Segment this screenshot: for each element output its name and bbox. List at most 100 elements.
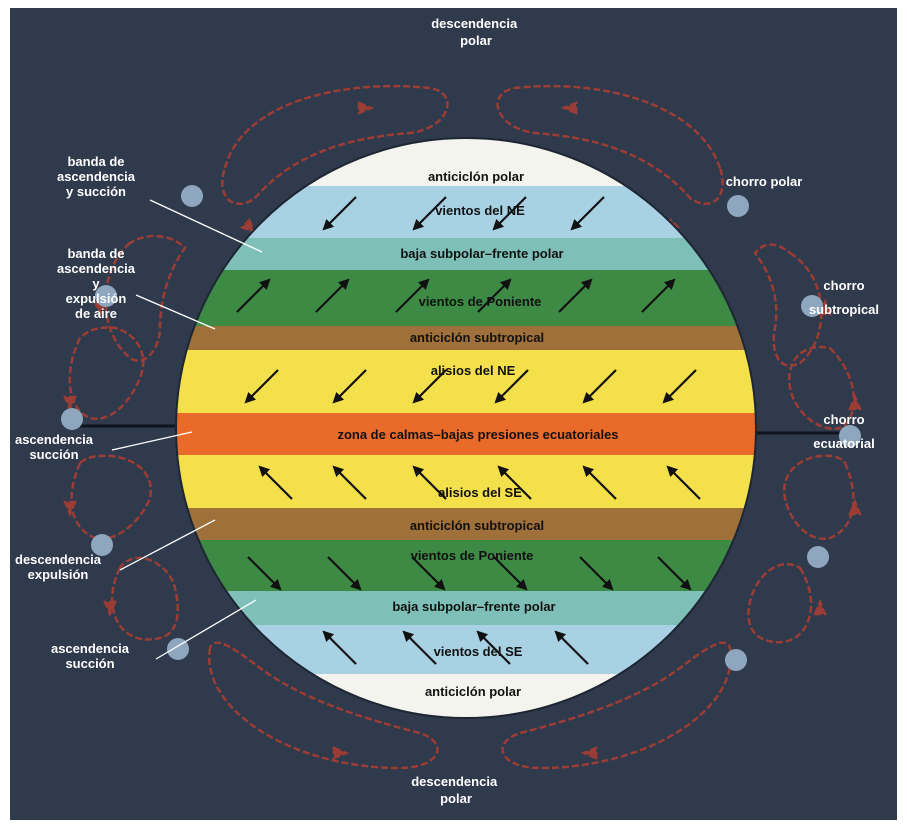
wind-arrow (244, 369, 279, 404)
jet-stream-dot (801, 295, 823, 317)
wind-arrow (327, 556, 362, 591)
band-label-8: anticiclón subtropical (410, 518, 544, 533)
wind-arrow (554, 630, 589, 665)
jet-dots (61, 185, 861, 671)
circulation-cells (63, 84, 862, 770)
band-label-4: anticiclón subtropical (410, 330, 544, 345)
flow-arrowhead (63, 395, 77, 413)
band-label-3: vientos de Poniente (419, 294, 542, 309)
band-4 (176, 326, 756, 350)
circulation-cell-0 (221, 84, 449, 206)
globe-outline (175, 137, 757, 719)
band-label-0: anticiclón polar (428, 169, 524, 184)
wind-arrow (402, 630, 437, 665)
band-label-5: alisios del NE (431, 363, 516, 378)
jet-stream-dot (91, 534, 113, 556)
jet-stream-dot (839, 425, 861, 447)
wind-arrow (412, 369, 447, 404)
jet-stream-dot (181, 185, 203, 207)
wind-arrow (236, 278, 271, 313)
top-label: descendencia polar (431, 16, 521, 48)
band-label-6: zona de calmas–bajas presiones ecuatoria… (337, 427, 618, 442)
circulation-cell-11 (501, 641, 732, 770)
flow-arrowhead (63, 500, 77, 518)
wind-arrow (662, 369, 697, 404)
wind-arrow (332, 369, 367, 404)
flow-arrowhead (357, 101, 375, 115)
wind-arrows (236, 196, 701, 665)
wind-arrow (332, 465, 367, 500)
wind-arrow (412, 465, 447, 500)
band-2 (176, 238, 756, 270)
wind-arrow (493, 556, 528, 591)
wind-arrow (579, 556, 614, 591)
wind-arrow (641, 278, 676, 313)
wind-arrow (412, 196, 447, 231)
circulation-cell-6 (70, 454, 153, 541)
leader-lines (111, 199, 263, 660)
wind-arrow (395, 278, 430, 313)
wind-arrow (315, 278, 350, 313)
flow-arrowhead (332, 746, 350, 760)
flow-arrowhead (580, 746, 598, 760)
wind-arrow (666, 465, 701, 500)
circulation-cell-1 (496, 84, 724, 206)
wind-arrow (582, 465, 617, 500)
band-8 (176, 508, 756, 540)
wind-arrow (258, 465, 293, 500)
globe-bands (176, 138, 756, 718)
band-7 (176, 455, 756, 508)
band-label-7: alisios del SE (438, 485, 522, 500)
wind-arrow (582, 369, 617, 404)
wind-arrow (494, 369, 529, 404)
band-label-10: baja subpolar–frente polar (392, 599, 555, 614)
band-label-9: vientos de Poniente (411, 548, 534, 563)
jet-stream-dot (725, 649, 747, 671)
flow-arrowhead (848, 393, 862, 411)
band-10 (176, 591, 756, 625)
circulation-cell-7 (782, 454, 855, 541)
circulation-cell-9 (747, 562, 813, 644)
wind-arrow (476, 630, 511, 665)
circulation-cell-8 (110, 556, 180, 641)
bottom-label: descendencia polar (411, 774, 501, 806)
band-5 (176, 350, 756, 413)
band-label-2: baja subpolar–frente polar (400, 246, 563, 261)
wind-arrow (477, 278, 512, 313)
flow-arrowhead (560, 101, 578, 115)
wind-arrow (322, 630, 357, 665)
wind-arrow (411, 556, 446, 591)
jet-stream-dot (807, 546, 829, 568)
wind-arrow (247, 556, 282, 591)
jet-stream-dot (61, 408, 83, 430)
band-label-11: vientos del SE (434, 644, 523, 659)
circulation-cell-10 (208, 641, 439, 770)
flow-arrowhead (848, 498, 862, 516)
flow-arrowhead (813, 598, 827, 616)
circulation-cell-5 (787, 345, 856, 431)
circulation-cell-2 (104, 234, 187, 362)
band-label-12: anticiclón polar (425, 684, 521, 699)
band-6 (176, 413, 756, 455)
flow-arrowhead (240, 218, 257, 235)
band-3 (176, 270, 756, 326)
wind-arrow (497, 465, 532, 500)
flow-arrowhead (103, 600, 117, 618)
wind-arrow (657, 556, 692, 591)
circulation-cell-4 (68, 326, 145, 421)
wind-arrow (570, 196, 605, 231)
jet-stream-dot (727, 195, 749, 217)
wind-arrow (492, 196, 527, 231)
wind-arrow (558, 278, 593, 313)
